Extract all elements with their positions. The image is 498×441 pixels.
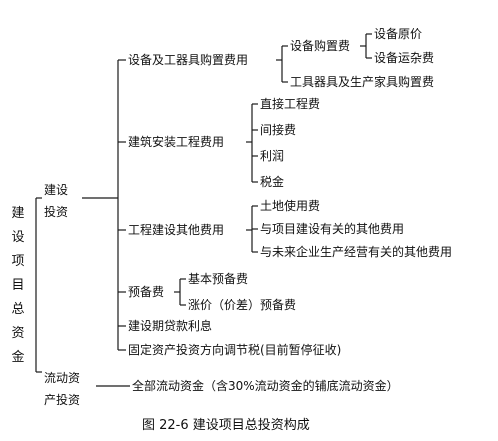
- other-costs-node: 工程建设其他费用: [128, 223, 225, 237]
- root-label-char: 金: [11, 350, 25, 365]
- working-capital-investment-label: 流动资: [44, 371, 81, 385]
- tax-node: 税金: [260, 175, 285, 189]
- installation-cost-node: 建筑安装工程费用: [128, 135, 225, 149]
- price-reserve-node: 涨价（价差）预备费: [188, 298, 297, 312]
- all-working-capital-node: 全部流动资金（含30%流动资金的铺底流动资金）: [132, 379, 399, 393]
- figure-caption: 图 22-6 建设项目总投资构成: [142, 418, 310, 433]
- equipment-transport-node: 设备运杂费: [374, 51, 435, 65]
- root-label-char: 设: [11, 230, 25, 245]
- direct-cost-node: 直接工程费: [260, 97, 321, 111]
- working-capital-investment-label: 产投资: [44, 393, 81, 407]
- root-label-char: 目: [11, 278, 25, 293]
- basic-reserve-node: 基本预备费: [188, 272, 249, 286]
- tools-furniture-node: 工具器具及生产家具购置费: [290, 75, 435, 89]
- root-label-char: 资: [11, 326, 25, 341]
- root-label-char: 建: [11, 206, 25, 221]
- root-label-char: 项: [11, 254, 25, 269]
- loan-interest-node: 建设期贷款利息: [128, 319, 213, 333]
- reserve-node: 预备费: [128, 285, 165, 299]
- indirect-cost-node: 间接费: [260, 123, 297, 137]
- construction-investment-label: 投资: [44, 205, 69, 219]
- equipment-cost-node: 设备及工器具购置费用: [128, 53, 249, 67]
- profit-node: 利润: [260, 149, 285, 163]
- root-label-char: 总: [11, 302, 25, 317]
- future-operation-node: 与未来企业生产经营有关的其他费用: [260, 245, 453, 259]
- land-use-node: 土地使用费: [260, 199, 321, 213]
- equipment-original-price-node: 设备原价: [374, 27, 423, 41]
- adjustment-tax-node: 固定资产投资方向调节税(目前暂停征收): [128, 343, 342, 357]
- construction-investment-label: 建设: [44, 183, 69, 197]
- project-related-node: 与项目建设有关的其他费用: [260, 222, 405, 236]
- equipment-purchase-node: 设备购置费: [290, 39, 351, 53]
